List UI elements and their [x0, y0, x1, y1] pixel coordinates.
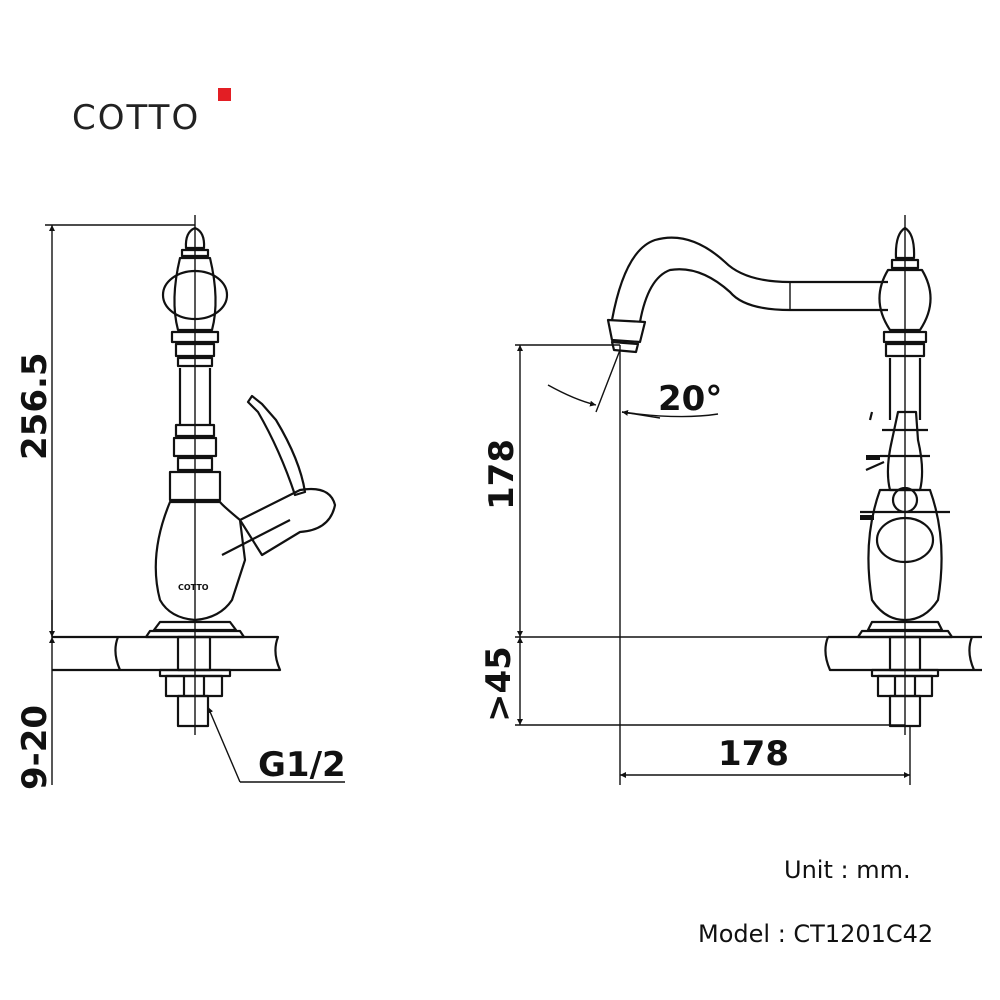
brand-logo: COTTO [72, 98, 201, 138]
front-view-faucet: COTTO [52, 215, 337, 735]
spout-angle-label: 20° [658, 379, 722, 419]
below-counter-label: >45 [479, 646, 519, 722]
brand-logo-square [218, 88, 231, 101]
model-note: Model : CT1201C42 [698, 920, 934, 948]
spout-height-label: 178 [482, 439, 522, 510]
thread-label: G1/2 [258, 745, 346, 785]
side-view-dimensions: 178 >45 178 20° [479, 344, 911, 785]
total-height-label: 256.5 [15, 352, 55, 460]
front-view-dimensions: 256.5 9-20 G1/2 [15, 224, 346, 790]
body-logo: COTTO [178, 583, 209, 592]
spout-reach-label: 178 [718, 734, 789, 774]
side-view-faucet [606, 215, 982, 735]
counter-thickness-label: 9-20 [15, 705, 55, 790]
unit-note: Unit : mm. [784, 856, 911, 884]
